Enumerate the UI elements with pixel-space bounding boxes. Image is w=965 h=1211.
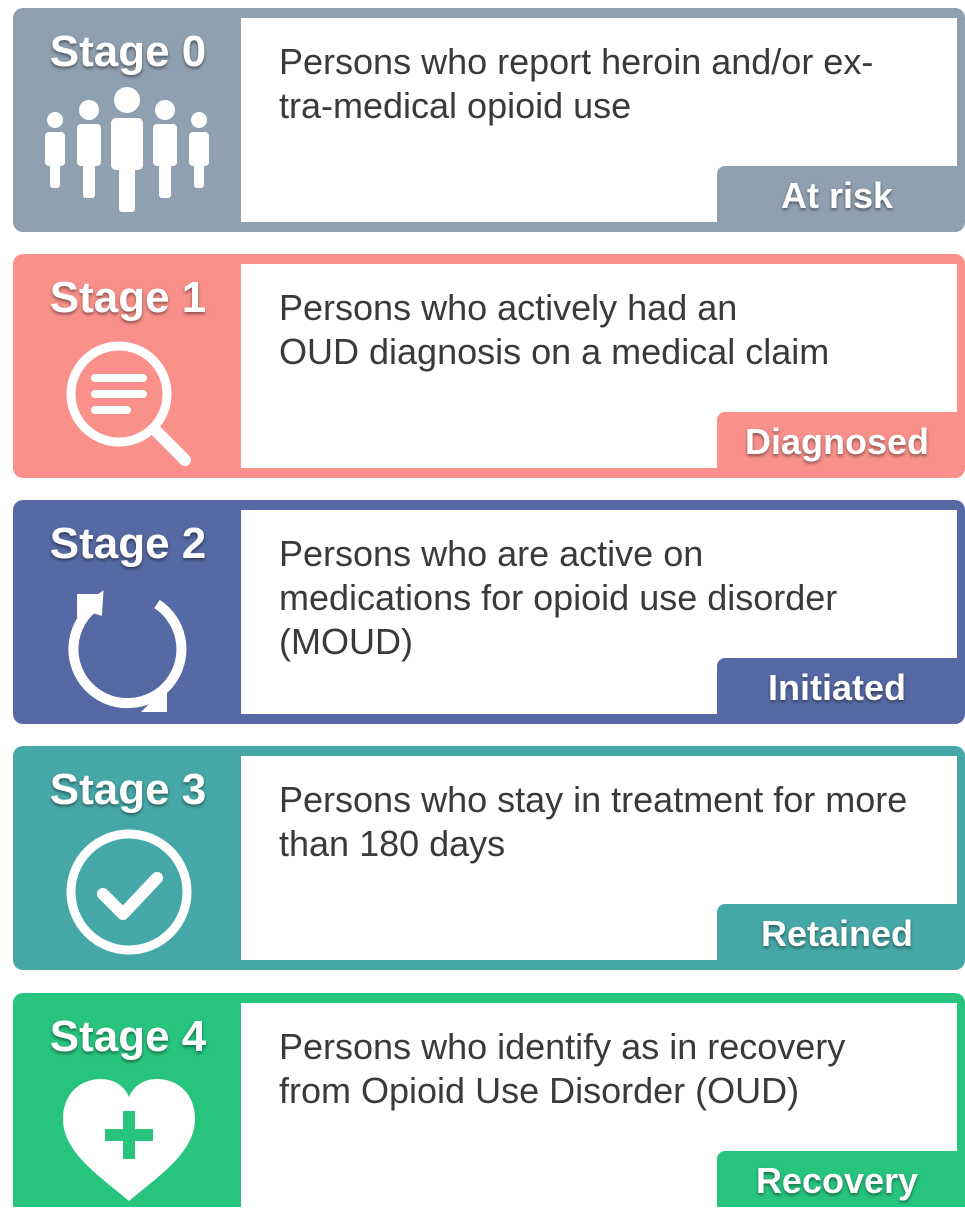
stage-card-3: Stage 3 Persons who stay in treatment fo… xyxy=(13,746,965,970)
stage-card-0: Stage 0 Persons who report h xyxy=(13,8,965,232)
heart-plus-icon xyxy=(41,1071,213,1211)
stage-badge-label: Recovery xyxy=(755,1160,919,1201)
stage-card-4: Stage 4 Persons who identify as in recov… xyxy=(13,993,965,1207)
stage-label: Stage 3 xyxy=(49,765,207,814)
magnifier-icon xyxy=(41,332,213,472)
stage-badge: Recovery xyxy=(717,1151,957,1207)
stage-label: Stage 1 xyxy=(49,273,207,322)
stage-description: Persons who report heroin and/or ex-tra-… xyxy=(279,41,874,126)
check-circle-icon xyxy=(41,824,213,964)
stage-badge: Diagnosed xyxy=(717,412,957,468)
stage-badge: At risk xyxy=(717,166,957,222)
stage-label: Stage 2 xyxy=(49,519,207,568)
stage-badge-label: Retained xyxy=(760,913,914,954)
stage-badge-label: Diagnosed xyxy=(744,421,930,462)
refresh-cycle-icon xyxy=(41,578,213,718)
stage-badge: Initiated xyxy=(717,658,957,714)
stage-label: Stage 4 xyxy=(49,1012,207,1061)
stage-label: Stage 0 xyxy=(49,27,207,76)
people-group-icon xyxy=(41,86,213,226)
stage-panel: Persons who report heroin and/or ex-tra-… xyxy=(241,18,957,222)
stage-badge: Retained xyxy=(717,904,957,960)
stage-badge-label: Initiated xyxy=(767,667,906,708)
stage-badge-label: At risk xyxy=(780,175,894,216)
